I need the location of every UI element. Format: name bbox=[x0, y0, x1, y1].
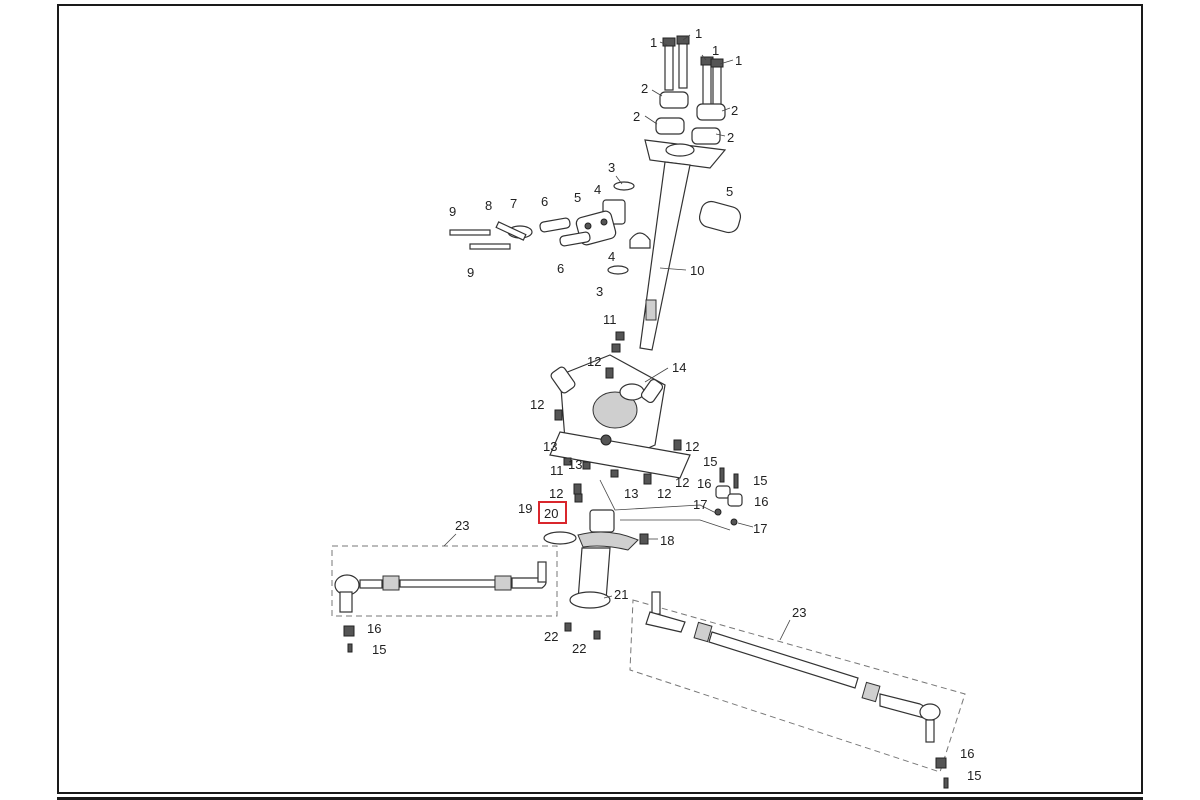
callout-17: 17 bbox=[753, 521, 767, 536]
callout-4: 4 bbox=[594, 182, 601, 197]
callout-12: 12 bbox=[530, 397, 544, 412]
callout-11: 11 bbox=[603, 312, 617, 327]
callout-6: 6 bbox=[541, 194, 548, 209]
callout-23: 23 bbox=[455, 518, 469, 533]
left-clamp-assembly bbox=[449, 200, 742, 250]
callout-8: 8 bbox=[485, 198, 492, 213]
callout-3: 3 bbox=[596, 284, 603, 299]
callout-1: 1 bbox=[695, 26, 702, 41]
callout-15: 15 bbox=[967, 768, 981, 783]
steering-box bbox=[549, 354, 691, 479]
callout-12: 12 bbox=[675, 475, 689, 490]
callout-16: 16 bbox=[697, 476, 711, 491]
bottom-rule bbox=[57, 797, 1143, 800]
callout-1: 1 bbox=[650, 35, 657, 50]
callout-labels: 1 1 1 1 2 2 2 2 3 3 4 4 5 5 6 6 7 8 9 9 … bbox=[367, 26, 981, 783]
callout-3: 3 bbox=[608, 160, 615, 175]
callout-1: 1 bbox=[712, 43, 719, 58]
callout-20: 20 bbox=[544, 506, 558, 521]
highlight-box-20 bbox=[538, 501, 567, 524]
callout-12: 12 bbox=[587, 354, 601, 369]
steering-column bbox=[639, 139, 727, 351]
callout-2: 2 bbox=[633, 109, 640, 124]
callout-17: 17 bbox=[693, 497, 707, 512]
callout-16: 16 bbox=[367, 621, 381, 636]
callout-1: 1 bbox=[735, 53, 742, 68]
clamp-blocks bbox=[655, 91, 726, 145]
callout-11: 11 bbox=[550, 463, 564, 478]
callout-5: 5 bbox=[726, 184, 733, 199]
callout-16: 16 bbox=[754, 494, 768, 509]
callout-2: 2 bbox=[641, 81, 648, 96]
small-fasteners bbox=[554, 331, 682, 545]
callout-18: 18 bbox=[660, 533, 674, 548]
callout-22: 22 bbox=[544, 629, 558, 644]
right-fasteners bbox=[714, 467, 743, 526]
callout-10: 10 bbox=[690, 263, 704, 278]
callout-7: 7 bbox=[510, 196, 517, 211]
callout-9: 9 bbox=[449, 204, 456, 219]
callout-14: 14 bbox=[672, 360, 686, 375]
callout-5: 5 bbox=[574, 190, 581, 205]
callout-19: 19 bbox=[518, 501, 532, 516]
callout-23: 23 bbox=[792, 605, 806, 620]
callout-15: 15 bbox=[703, 454, 717, 469]
pivot-assembly bbox=[543, 479, 731, 640]
callout-2: 2 bbox=[731, 103, 738, 118]
callout-13: 13 bbox=[543, 439, 557, 454]
callout-4: 4 bbox=[608, 249, 615, 264]
callout-16: 16 bbox=[960, 746, 974, 761]
callout-12: 12 bbox=[549, 486, 563, 501]
callout-6: 6 bbox=[557, 261, 564, 276]
callout-2: 2 bbox=[727, 130, 734, 145]
callout-13: 13 bbox=[568, 457, 582, 472]
callout-22: 22 bbox=[572, 641, 586, 656]
callout-12: 12 bbox=[685, 439, 699, 454]
callout-9: 9 bbox=[467, 265, 474, 280]
callout-15: 15 bbox=[753, 473, 767, 488]
tie-rod-left bbox=[331, 545, 558, 653]
leader-lines bbox=[443, 34, 791, 641]
callout-21: 21 bbox=[614, 587, 628, 602]
callout-13: 13 bbox=[624, 486, 638, 501]
callout-12: 12 bbox=[657, 486, 671, 501]
tie-rod-right bbox=[629, 591, 966, 789]
callout-15: 15 bbox=[372, 642, 386, 657]
